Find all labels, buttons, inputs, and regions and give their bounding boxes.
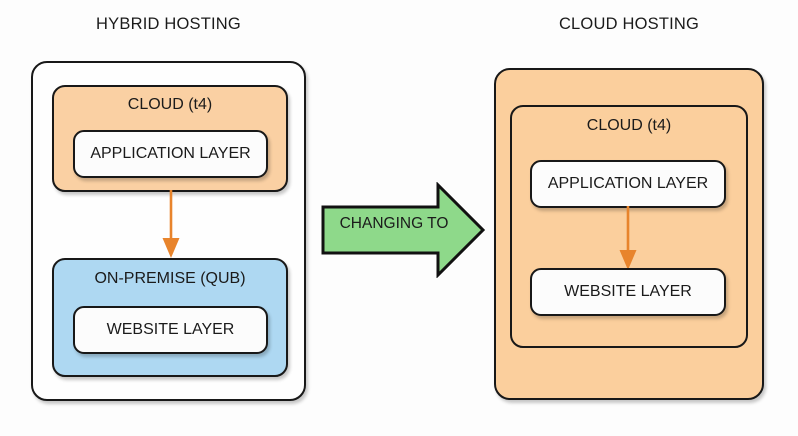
hybrid-application-layer-label: APPLICATION LAYER [90, 145, 251, 162]
cloud-connector-arrow [607, 206, 649, 272]
hybrid-website-layer-label: WEBSITE LAYER [106, 321, 235, 338]
cloud-hosting-title: CLOUD HOSTING [558, 15, 700, 33]
hybrid-cloud-label: CLOUD (t4) [127, 96, 213, 113]
cloud-application-layer-label: APPLICATION LAYER [547, 175, 709, 192]
hybrid-application-layer-box: APPLICATION LAYER [73, 130, 268, 178]
cloud-application-layer-box: APPLICATION LAYER [530, 160, 726, 208]
cloud-website-layer-box: WEBSITE LAYER [530, 268, 726, 316]
hybrid-connector-arrow [150, 190, 192, 260]
hybrid-onpremise-label: ON-PREMISE (QUB) [94, 270, 246, 287]
changing-to-arrow [320, 182, 486, 278]
hybrid-website-layer-box: WEBSITE LAYER [73, 306, 268, 354]
hybrid-hosting-title: HYBRID HOSTING [96, 15, 241, 33]
cloud-website-layer-label: WEBSITE LAYER [564, 283, 692, 300]
cloud-group-label: CLOUD (t4) [586, 117, 672, 134]
